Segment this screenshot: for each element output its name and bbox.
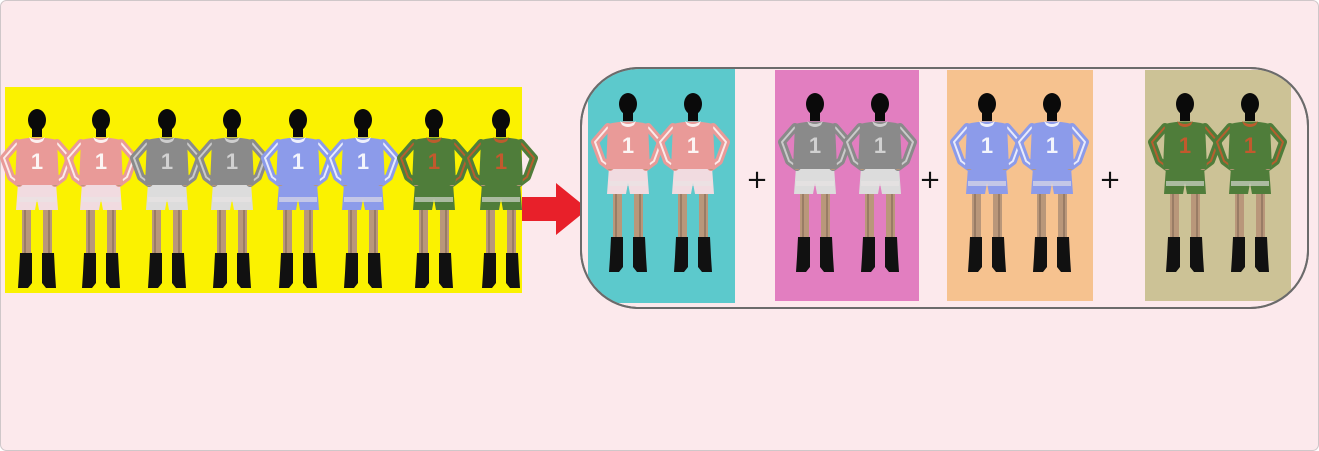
jersey-number: 1 xyxy=(1046,133,1058,158)
jersey-number: 1 xyxy=(95,149,107,174)
jersey-number: 1 xyxy=(226,149,238,174)
jersey-number: 1 xyxy=(357,149,369,174)
jersey-number: 1 xyxy=(31,149,43,174)
plus-sign: + xyxy=(1099,165,1121,195)
plus-sign: + xyxy=(746,165,768,195)
jersey-number: 1 xyxy=(495,149,507,174)
jersey-number: 1 xyxy=(292,149,304,174)
jersey-number: 1 xyxy=(874,133,886,158)
jersey-number: 1 xyxy=(809,133,821,158)
jersey-number: 1 xyxy=(1179,133,1191,158)
jersey-number: 1 xyxy=(687,133,699,158)
jersey-number: 1 xyxy=(622,133,634,158)
jersey-number: 1 xyxy=(1244,133,1256,158)
jersey-number: 1 xyxy=(428,149,440,174)
jersey-number: 1 xyxy=(981,133,993,158)
plus-sign: + xyxy=(919,165,941,195)
jersey-number: 1 xyxy=(161,149,173,174)
